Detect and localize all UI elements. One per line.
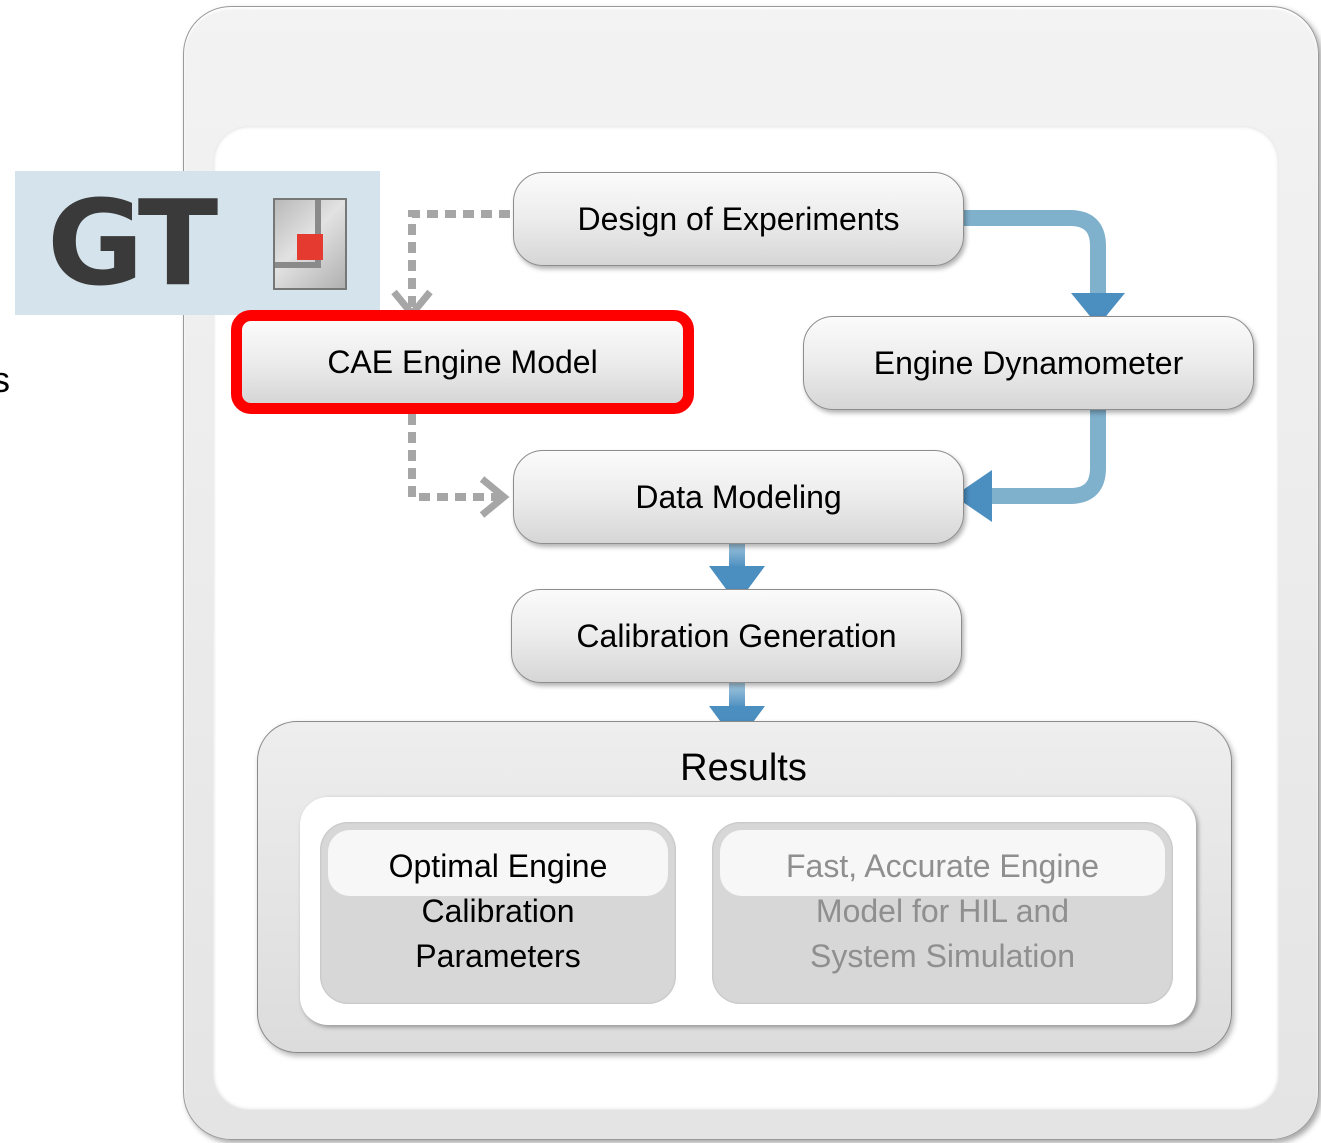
result-card-fast-text: Fast, Accurate Engine Model for HIL and …: [712, 844, 1173, 979]
gt-logo-square-icon: [273, 198, 347, 290]
blue-connector-doe-to-dyno: [964, 210, 1106, 296]
dotted-connector-cae-to-data: [408, 414, 500, 501]
node-data-modeling-label: Data Modeling: [635, 478, 842, 515]
node-calibration-generation: Calibration Generation: [511, 589, 962, 683]
node-cae-engine-model: CAE Engine Model: [231, 310, 694, 414]
result-line: Model for HIL and: [815, 893, 1070, 929]
gt-logo-text: GT: [47, 174, 218, 312]
blue-connector-data-to-calib: [729, 540, 745, 568]
result-card-highlight: [328, 830, 668, 896]
results-title: Results: [680, 747, 807, 789]
result-line: Calibration: [421, 893, 575, 929]
node-engine-dynamometer: Engine Dynamometer: [803, 316, 1254, 410]
result-line: Optimal Engine: [388, 848, 608, 884]
node-engine-dynamometer-label: Engine Dynamometer: [873, 344, 1184, 381]
node-calibration-generation-label: Calibration Generation: [576, 617, 897, 654]
node-data-modeling: Data Modeling: [513, 450, 964, 544]
result-line: System Simulation: [810, 938, 1075, 974]
result-card-fast-engine-model: Fast, Accurate Engine Model for HIL and …: [712, 822, 1173, 1004]
node-design-of-experiments: Design of Experiments: [513, 172, 964, 266]
result-card-optimal-text: Optimal Engine Calibration Parameters: [320, 844, 676, 979]
node-design-of-experiments-label: Design of Experiments: [577, 200, 900, 237]
node-cae-engine-model-label: CAE Engine Model: [327, 343, 598, 380]
gt-logo-red-square: [297, 234, 323, 260]
blue-connector-dyno-to-data: [988, 408, 1106, 504]
dotted-arrowhead-data: [479, 476, 510, 518]
blue-connector-calib-to-results: [729, 682, 745, 708]
blue-arrowhead-dyno: [1071, 293, 1125, 326]
blue-arrowhead-calib: [709, 566, 765, 604]
dotted-connector-doe-to-cae: [408, 210, 510, 312]
result-line: Fast, Accurate Engine: [785, 848, 1100, 884]
result-card-highlight: [720, 830, 1165, 896]
gt-logo: GT: [15, 171, 380, 315]
cropped-side-text: nts: [0, 359, 11, 400]
result-card-optimal-calibration: Optimal Engine Calibration Parameters: [320, 822, 676, 1004]
result-line: Parameters: [415, 938, 581, 974]
blue-arrowhead-data: [954, 470, 992, 522]
